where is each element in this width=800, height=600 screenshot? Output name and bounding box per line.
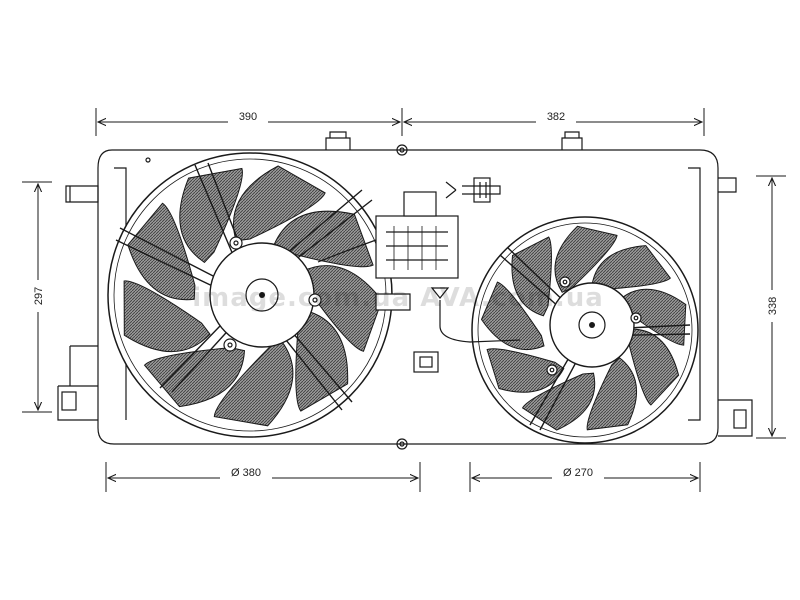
fan-blade: [480, 281, 545, 351]
dim-left-height: 297: [33, 287, 45, 305]
fan-blade: [300, 265, 383, 352]
left-fan-blades: [123, 165, 383, 427]
fan-blade: [127, 202, 196, 301]
connector-arrow-icon: [445, 177, 501, 203]
fan-blade: [554, 225, 618, 293]
dim-top-left: 390: [239, 111, 257, 123]
fan-blade: [617, 288, 687, 346]
fan-blade: [213, 340, 294, 427]
fan-blade: [586, 356, 638, 431]
left-fan: [107, 152, 393, 438]
fan-blade: [233, 165, 326, 242]
dim-top-right: 382: [547, 111, 565, 123]
fan-blade: [627, 328, 680, 406]
fan-blade: [521, 372, 596, 431]
right-fan: [471, 216, 699, 444]
fan-blade: [591, 245, 671, 290]
right-fan-blades: [480, 225, 687, 431]
dim-right-height: 338: [767, 297, 779, 315]
fan-blade: [273, 210, 374, 268]
fan-blade: [179, 167, 243, 264]
fan-blade: [295, 309, 349, 412]
connector-module: [317, 191, 521, 373]
dim-right-fan-diameter: Ø 270: [563, 467, 593, 479]
fan-blade: [486, 348, 565, 393]
watermark: image.com.ua AVA.com.ua: [192, 283, 604, 313]
fan-blade: [511, 236, 552, 317]
dim-left-fan-diameter: Ø 380: [231, 467, 261, 479]
fan-blade: [123, 280, 211, 353]
